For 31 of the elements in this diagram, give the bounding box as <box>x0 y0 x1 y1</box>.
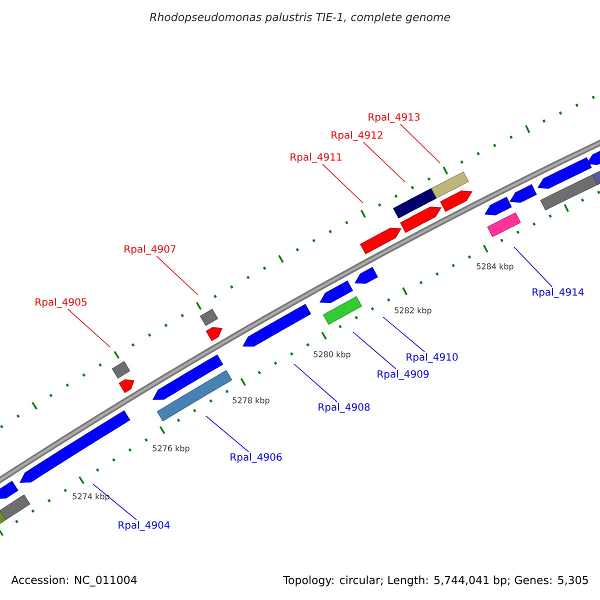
leader-line <box>206 416 250 452</box>
leader-line <box>363 142 406 182</box>
leader-line <box>400 124 440 164</box>
scale-label: 5274 kbp <box>72 493 110 501</box>
leader-line <box>294 364 338 402</box>
gene-label: Rpal_4904 <box>118 521 170 531</box>
title: Rhodopseudomonas palustris TIE-1, complete genome <box>150 12 450 24</box>
scale-label: 5280 kbp <box>314 351 350 359</box>
leader-line <box>514 246 552 288</box>
gene-label: Rpal_4907 <box>124 245 176 255</box>
gene-label: Rpal_4905 <box>36 298 86 308</box>
footer-text: Accession: NC_011004 <box>11 576 137 586</box>
scale-label: 5276 kbp <box>152 445 190 453</box>
scale-label: 5284 kbp <box>476 263 514 271</box>
leader-line <box>92 484 137 520</box>
leader-line <box>322 164 364 204</box>
gene-label: Rpal_4906 <box>230 453 282 463</box>
scale-label: 5282 kbp <box>394 307 432 315</box>
gene-label: Rpal_4914 <box>532 288 584 298</box>
gene-label: Rpal_4912 <box>332 131 382 141</box>
gene-label: Rpal_4909 <box>378 370 429 380</box>
gene-label: Rpal_4913 <box>368 113 420 123</box>
leader-line <box>352 332 396 370</box>
gene-label: Rpal_4908 <box>318 403 370 413</box>
leader-line <box>382 316 426 352</box>
footer-text: Topology: circular; Length: 5,744,041 bp; Genes: 5,305 <box>283 576 588 586</box>
gene-label: Rpal_4910 <box>406 353 458 363</box>
leader-line <box>67 308 110 348</box>
gene-label: Rpal_4911 <box>290 153 342 163</box>
scale-label: 5278 kbp <box>232 397 270 405</box>
leader-line <box>156 256 198 296</box>
